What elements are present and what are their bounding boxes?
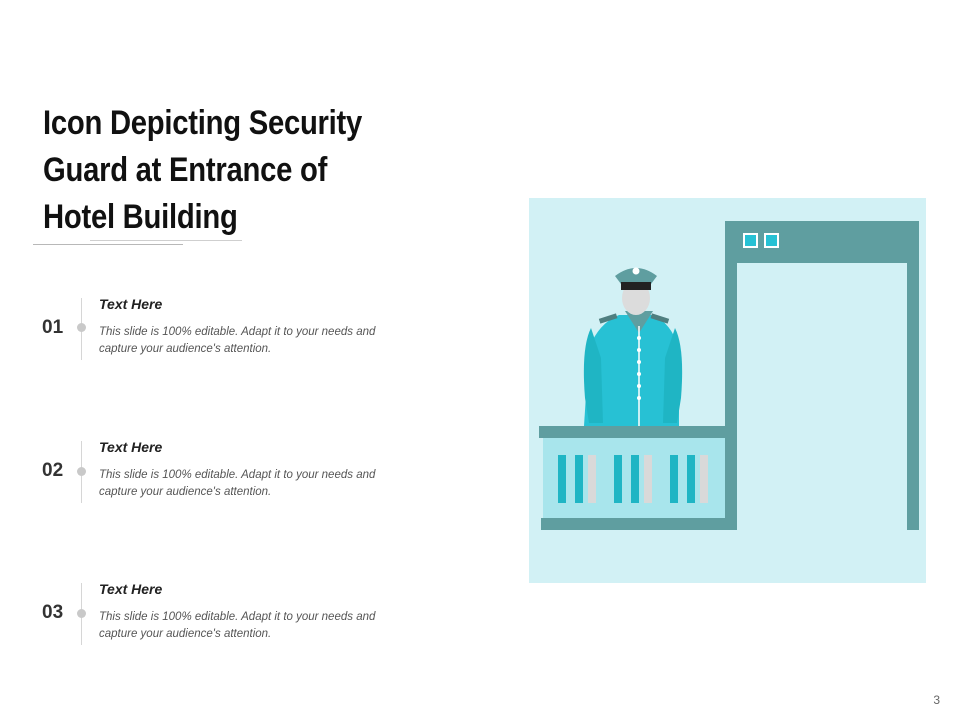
- title-line-3: Hotel Building: [43, 198, 238, 236]
- item-bullet-dot: [77, 609, 86, 618]
- guard-right-arm: [663, 328, 683, 423]
- desk-slat: [700, 455, 708, 503]
- reception-desk-icon: [539, 426, 737, 530]
- item-description-line: This slide is 100% editable. Adapt it to…: [99, 326, 376, 338]
- guard-epaulette: [650, 313, 670, 324]
- desk-slat: [575, 455, 583, 503]
- item-description: This slide is 100% editable. Adapt it to…: [99, 324, 429, 358]
- item-heading: Text Here: [99, 296, 163, 312]
- item-description-line: capture your audience's attention.: [99, 343, 272, 355]
- list-item: 02 Text Here This slide is 100% editable…: [0, 0, 460, 503]
- title-divider-accent: [90, 240, 242, 241]
- desk-slat: [631, 455, 639, 503]
- guard-button: [637, 360, 641, 364]
- entrance-left-post: [725, 221, 737, 530]
- guard-button: [637, 384, 641, 388]
- item-description-line: capture your audience's attention.: [99, 628, 272, 640]
- desk-slat: [670, 455, 678, 503]
- page-number: 3: [933, 693, 940, 707]
- desk-slat: [614, 455, 622, 503]
- title-divider: [33, 244, 183, 245]
- title-line-1: Icon Depicting Security: [43, 104, 363, 142]
- desk-slat: [644, 455, 652, 503]
- guard-button: [637, 336, 641, 340]
- list-item: 01 Text Here This slide is 100% editable…: [0, 0, 460, 360]
- guard-cap: [615, 268, 657, 284]
- entrance-light-icon: [743, 233, 758, 248]
- desk-base: [541, 518, 737, 530]
- entrance-light-icon: [764, 233, 779, 248]
- desk-slat: [687, 455, 695, 503]
- security-guard-icon: [583, 267, 683, 426]
- item-number: 02: [42, 460, 64, 481]
- item-bullet-dot: [77, 467, 86, 476]
- desk-slat: [558, 455, 566, 503]
- item-number: 03: [42, 602, 64, 623]
- guard-epaulette: [598, 313, 618, 324]
- desk-top: [539, 426, 729, 438]
- item-description-line: This slide is 100% editable. Adapt it to…: [99, 611, 376, 623]
- entrance-right-post: [907, 221, 919, 530]
- item-description-line: This slide is 100% editable. Adapt it to…: [99, 469, 376, 481]
- item-description-line: capture your audience's attention.: [99, 486, 272, 498]
- guard-button: [637, 396, 641, 400]
- desk-slat: [588, 455, 596, 503]
- item-heading: Text Here: [99, 581, 163, 597]
- slide-title: Icon Depicting Security Guard at Entranc…: [43, 100, 387, 241]
- list-item: 03 Text Here This slide is 100% editable…: [0, 0, 460, 645]
- guard-button: [637, 348, 641, 352]
- hotel-entrance-icon: [725, 221, 919, 530]
- guard-cap-badge-icon: [632, 267, 640, 275]
- guard-cap-visor: [621, 282, 651, 290]
- title-line-2: Guard at Entrance of: [43, 151, 328, 189]
- item-bullet-dot: [77, 323, 86, 332]
- item-description: This slide is 100% editable. Adapt it to…: [99, 467, 429, 501]
- guard-left-arm: [583, 328, 603, 423]
- guard-collar: [625, 311, 653, 333]
- guard-button: [637, 372, 641, 376]
- item-number: 01: [42, 317, 64, 338]
- security-guard-illustration: [529, 198, 926, 583]
- guard-uniform: [584, 315, 679, 426]
- item-heading: Text Here: [99, 439, 163, 455]
- item-description: This slide is 100% editable. Adapt it to…: [99, 609, 429, 643]
